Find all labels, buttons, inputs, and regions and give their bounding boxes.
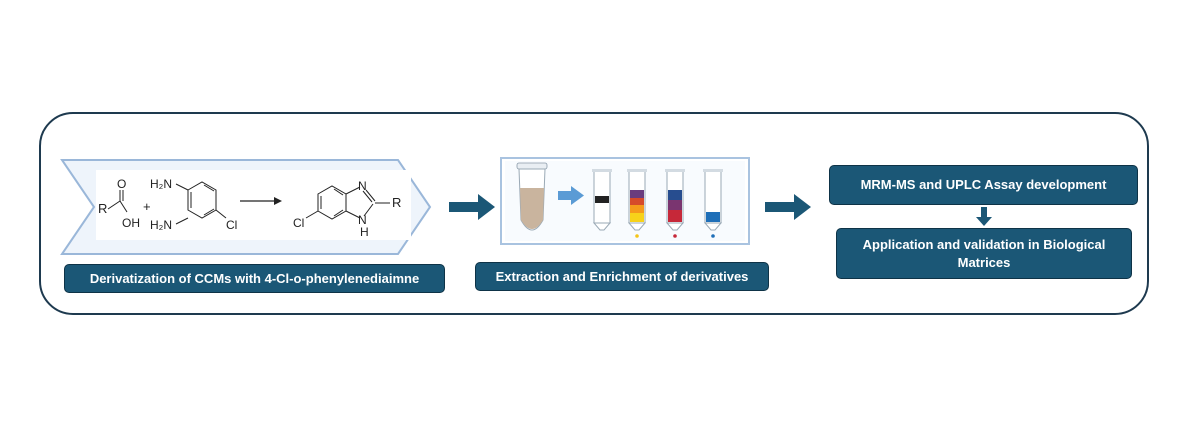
reaction-arrow bbox=[240, 197, 282, 205]
acid-bonds bbox=[107, 190, 128, 213]
plus-sign: + bbox=[143, 199, 151, 214]
spe-cartridge-2-icon bbox=[627, 169, 647, 238]
hydroxyl-label: OH bbox=[122, 216, 140, 230]
workflow-frame bbox=[39, 112, 1149, 315]
nitrogen-bottom-label: N bbox=[358, 213, 367, 227]
nitrogen-top-label: N bbox=[358, 179, 367, 193]
spe-process-arrow-icon bbox=[558, 186, 584, 205]
spe-cartridge-3-icon bbox=[665, 169, 685, 238]
chlorine-reactant-label: Cl bbox=[226, 218, 237, 232]
flow-arrow-down bbox=[976, 207, 992, 226]
spe-cartridge-4-icon bbox=[703, 169, 723, 238]
oxygen-label: O bbox=[117, 177, 126, 191]
hydrogen-label: H bbox=[360, 225, 369, 239]
extraction-step-label: Extraction and Enrichment of derivatives bbox=[475, 262, 769, 291]
r-group-label: R bbox=[98, 201, 107, 216]
sample-tube-icon bbox=[516, 162, 548, 231]
amine-bottom-label: H₂N bbox=[150, 218, 172, 232]
mrm-assay-step-label: MRM-MS and UPLC Assay development bbox=[829, 165, 1138, 205]
benzimidazole-ring bbox=[305, 185, 390, 220]
diamine-ring bbox=[175, 181, 227, 225]
application-validation-step-label: Application and validation in Biological… bbox=[836, 228, 1132, 279]
flow-arrow-2 bbox=[765, 194, 811, 220]
flow-arrow-1 bbox=[449, 194, 495, 220]
r-group-product-label: R bbox=[392, 195, 401, 210]
spe-cartridge-1-icon bbox=[592, 169, 612, 231]
derivatization-step-label: Derivatization of CCMs with 4-Cl-o-pheny… bbox=[64, 264, 445, 293]
amine-top-label: H₂N bbox=[150, 177, 172, 191]
chlorine-product-label: Cl bbox=[293, 216, 304, 230]
